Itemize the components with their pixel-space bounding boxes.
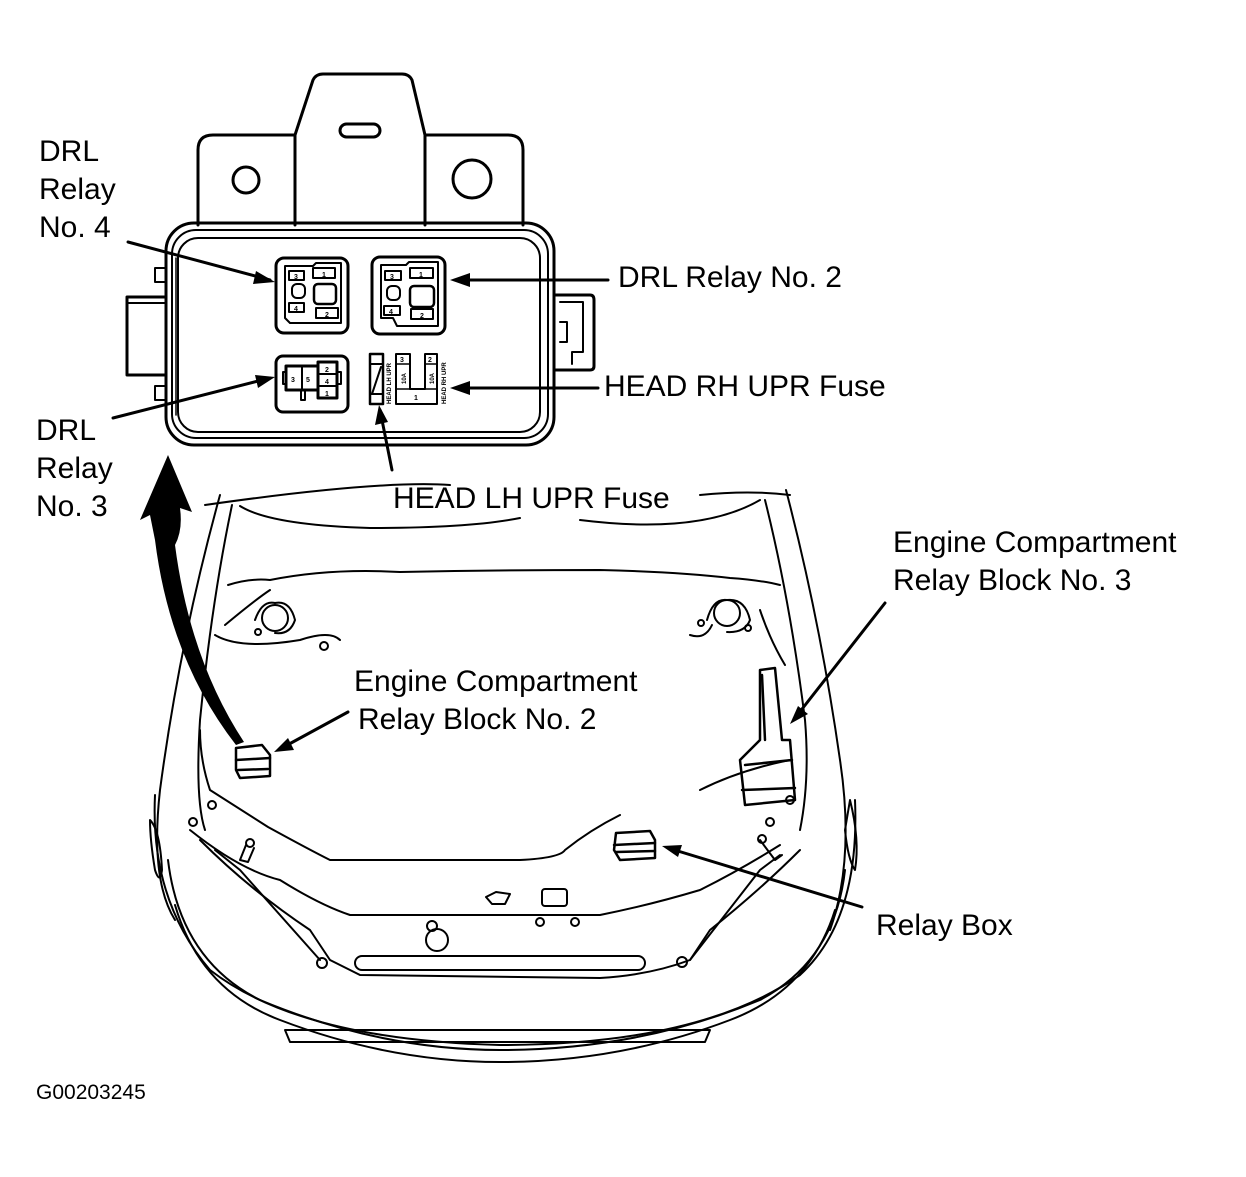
- leader-drl-relay-4: [126, 240, 272, 282]
- leader-ecrb-3: [793, 601, 887, 720]
- leader-drl-relay-3: [111, 376, 272, 420]
- label-drl-relay-4-line-3: No. 4: [39, 211, 111, 244]
- fuse-lh-marking: HEAD LH UPR: [387, 362, 393, 404]
- fuse-slot-3: 3: [400, 357, 404, 364]
- block-inner-frame: [171, 229, 549, 439]
- relay2-pin-3: 3: [390, 274, 394, 281]
- relay-box-component: [612, 829, 657, 862]
- arrowhead-drl-relay-2: [450, 273, 470, 287]
- label-relay-box: Relay Box: [876, 909, 1013, 942]
- arrowhead-drl-relay-4: [253, 271, 275, 284]
- hood-outline: [204, 483, 791, 506]
- block-outer-frame: [164, 221, 556, 447]
- label-drl-relay-4: DRL Relay No. 4: [39, 133, 116, 247]
- fuse-slot-1: 1: [414, 395, 418, 402]
- cowl-line: [227, 569, 781, 586]
- leader-relay-box: [666, 846, 864, 909]
- relay4-pin-4: 4: [294, 306, 298, 313]
- fender-left: [156, 494, 221, 921]
- label-ecrb-2: Engine Compartment Relay Block No. 2: [354, 663, 637, 739]
- bumper-line-3: [174, 904, 836, 1063]
- drl-relay-3-socket: [274, 354, 350, 414]
- label-ecrb-3: Engine Compartment Relay Block No. 3: [893, 524, 1176, 600]
- vehicle-front-view: [149, 483, 858, 1063]
- arrowhead-head-rh-upr: [450, 381, 470, 395]
- drl-relay-2-socket: [370, 255, 447, 336]
- drl-relay-4-socket: [274, 256, 350, 335]
- label-ecrb-2-line-2: Relay Block No. 2: [358, 703, 597, 736]
- left-clip-top: [154, 267, 167, 283]
- engine-compartment-relay-block-2: [234, 743, 272, 780]
- label-ecrb-2-line-1: Engine Compartment: [354, 665, 638, 698]
- leader-ecrb-2: [278, 710, 350, 751]
- relay3-pin-1: 1: [325, 391, 329, 398]
- left-connector: [125, 295, 168, 377]
- label-head-lh-upr-fuse: HEAD LH UPR Fuse: [393, 482, 670, 515]
- headlight-right: [844, 799, 858, 871]
- relay3-pin-3: 3: [291, 377, 295, 384]
- arrowhead-head-lh-upr: [375, 405, 388, 425]
- lower-grille: [284, 1029, 711, 1043]
- label-ecrb-3-line-2: Relay Block No. 3: [893, 564, 1132, 597]
- mounting-bracket: [196, 72, 525, 227]
- bumper-line-2: [167, 859, 846, 1051]
- arrowhead-ecrb-2: [274, 738, 294, 752]
- arrowhead-relay-box: [662, 845, 682, 857]
- mount-hole-left: [231, 165, 261, 195]
- strut-tower-right: [689, 598, 786, 666]
- label-drl-relay-4-line-2: Relay: [39, 173, 116, 206]
- relay2-pin-2: 2: [420, 313, 424, 320]
- engine-bay-edge: [199, 729, 621, 861]
- relay3-pin-4: 4: [325, 379, 329, 386]
- relay4-pin-3: 3: [294, 274, 298, 281]
- hood-lock-bolt: [425, 928, 449, 952]
- relay2-pin-4: 4: [389, 309, 393, 316]
- relay4-pin-2: 2: [325, 312, 329, 319]
- relay-block-detail: [125, 72, 596, 447]
- label-head-rh-upr-fuse: HEAD RH UPR Fuse: [604, 370, 886, 403]
- fuse-box-markings: 3 1 4 2 3 1 4 2 3 5 2 4 1 3 2 1 HEAD LH …: [291, 272, 448, 404]
- label-ecrb-3-line-1: Engine Compartment: [893, 526, 1177, 559]
- label-drl-relay-3: DRL Relay No. 3: [36, 412, 113, 526]
- strut-tower-left: [214, 589, 341, 651]
- headlight-left: [149, 819, 163, 879]
- bumper-line-1: [153, 794, 857, 1046]
- fuse-rh-marking: HEAD RH UPR: [442, 362, 448, 404]
- bracket-center-tab: [293, 133, 427, 227]
- fuse-rating-lh: 10A: [402, 372, 408, 384]
- slot-hole: [338, 122, 382, 139]
- figure-id: G00203245: [36, 1081, 146, 1104]
- label-drl-relay-4-line-1: DRL: [39, 135, 100, 168]
- relay3-pin-2: 2: [325, 367, 329, 374]
- fender-right: [785, 489, 847, 931]
- fuse-rating-rh: 10A: [430, 372, 436, 384]
- engine-compartment-relay-block-3: [738, 666, 797, 807]
- left-clip-bottom: [154, 385, 167, 401]
- relay4-pin-1: 1: [322, 272, 326, 279]
- label-drl-relay-3-line-3: No. 3: [36, 490, 108, 523]
- arrowhead-drl-relay-3: [255, 375, 275, 388]
- leader-lines: [111, 240, 887, 909]
- mount-hole-right: [451, 158, 493, 200]
- grille-slot: [354, 955, 646, 971]
- arrowheads: [253, 271, 808, 857]
- relay3-pin-5: 5: [306, 377, 310, 384]
- label-drl-relay-3-line-1: DRL: [36, 414, 97, 447]
- arrowhead-ecrb-3: [790, 706, 808, 724]
- label-drl-relay-2: DRL Relay No. 2: [618, 261, 842, 294]
- fuse-slot-2: 2: [428, 357, 432, 364]
- head-lh-upr-fuse-slot: [368, 352, 385, 406]
- curved-callout-arrow: [140, 455, 244, 745]
- radiator-support: [189, 829, 781, 916]
- relay2-pin-1: 1: [419, 272, 423, 279]
- hood-latch: [485, 891, 511, 905]
- label-drl-relay-3-line-2: Relay: [36, 452, 113, 485]
- head-rh-upr-fuse-slot: [395, 353, 438, 405]
- block-inner-face: [177, 237, 541, 433]
- right-latch: [552, 293, 596, 372]
